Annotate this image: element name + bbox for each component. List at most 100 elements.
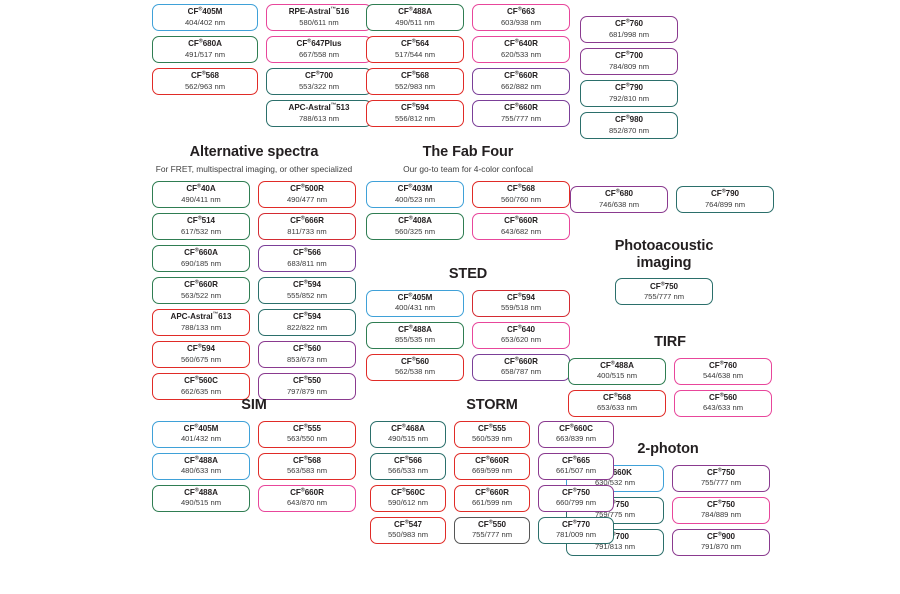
dye-name: CF®680 [605, 188, 633, 199]
dye-name: CF®560 [293, 343, 321, 354]
dye-name: CF®770 [562, 519, 590, 529]
dye-name: CF®405M [183, 423, 219, 433]
dye-name: CF®594 [293, 279, 321, 290]
group-title: The Fab Four [422, 144, 514, 160]
dye-wavelengths: 559/518 nm [500, 303, 542, 313]
dye-wavelengths: 653/620 nm [500, 335, 542, 345]
dye-name: CF®594 [293, 311, 321, 322]
dye-wavelengths: 555/852 nm [286, 290, 328, 300]
dye-wavelengths: 490/515 nm [387, 434, 429, 444]
dye-wavelengths: 855/535 nm [394, 335, 436, 345]
dye-name: CF®640R [504, 38, 538, 49]
dye-wavelengths: 562/538 nm [394, 367, 436, 377]
dye-name: CF®488A [184, 455, 218, 465]
dye-wavelengths: 560/675 nm [180, 354, 222, 364]
group-title: 2-photon [637, 441, 699, 457]
dye-wavelengths: 658/787 nm [500, 367, 542, 377]
group-title: SIM [241, 397, 267, 413]
dye-name: CF®660R [184, 279, 218, 290]
dye-wavelengths: 490/411 nm [181, 194, 221, 204]
dye-wavelengths: 617/532 nm [180, 226, 222, 236]
dye-wavelengths: 517/544 nm [394, 49, 436, 59]
dye-name: CF®640 [507, 324, 535, 334]
dye-wavelengths: 556/812 nm [394, 113, 436, 123]
